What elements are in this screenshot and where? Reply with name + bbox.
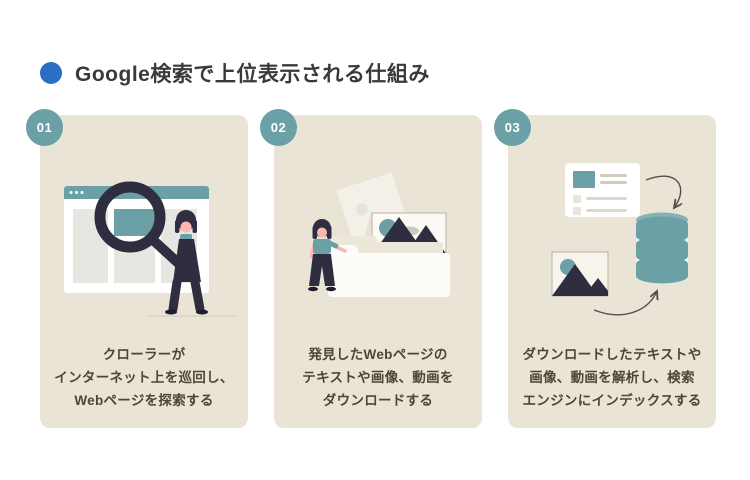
step-card-3: 03 xyxy=(494,109,716,428)
title-row: Google検索で上位表示される仕組み xyxy=(40,58,430,88)
step-card-2: 02 xyxy=(260,109,482,428)
step-description-line: 発見したWebページの xyxy=(308,347,448,362)
page-title: Google検索で上位表示される仕組み xyxy=(75,63,430,86)
title-bullet-icon xyxy=(40,62,62,84)
step-description-line: 画像、動画を解析し、検索 xyxy=(529,370,695,385)
document-icon xyxy=(565,163,640,217)
database-icon xyxy=(636,212,688,284)
person-figure xyxy=(308,219,347,292)
index-illustration xyxy=(551,163,688,316)
arrow-to-database-top-icon xyxy=(645,175,681,208)
step-description-line: ダウンロードしたテキストや xyxy=(522,347,702,362)
step-description-line: エンジンにインデックスする xyxy=(522,393,702,408)
step-number-badge: 03 xyxy=(494,109,531,146)
image-icon xyxy=(551,251,609,297)
step-number-badge: 02 xyxy=(260,109,297,146)
download-illustration xyxy=(308,172,450,297)
step-description: ダウンロードしたテキストや 画像、動画を解析し、検索 エンジンにインデックスする xyxy=(508,343,716,412)
arrow-to-database-bottom-icon xyxy=(593,291,657,316)
crawler-illustration xyxy=(64,181,236,317)
step-description-line: インターネット上を巡回し、 xyxy=(54,370,234,385)
step-description: クローラーが インターネット上を巡回し、 Webページを探索する xyxy=(40,343,248,412)
step-description-line: ダウンロードする xyxy=(322,393,434,408)
person-figure xyxy=(165,210,208,315)
step-number-badge: 01 xyxy=(26,109,63,146)
step-card-1: 01 xyxy=(26,109,248,428)
step-description-line: Webページを探索する xyxy=(74,393,214,408)
steps-row: 01 xyxy=(26,109,716,428)
step-description-line: クローラーが xyxy=(102,347,186,362)
folder-icon xyxy=(328,236,450,297)
step-description-line: テキストや画像、動画を xyxy=(302,370,454,385)
step-description: 発見したWebページの テキストや画像、動画を ダウンロードする xyxy=(274,343,482,412)
